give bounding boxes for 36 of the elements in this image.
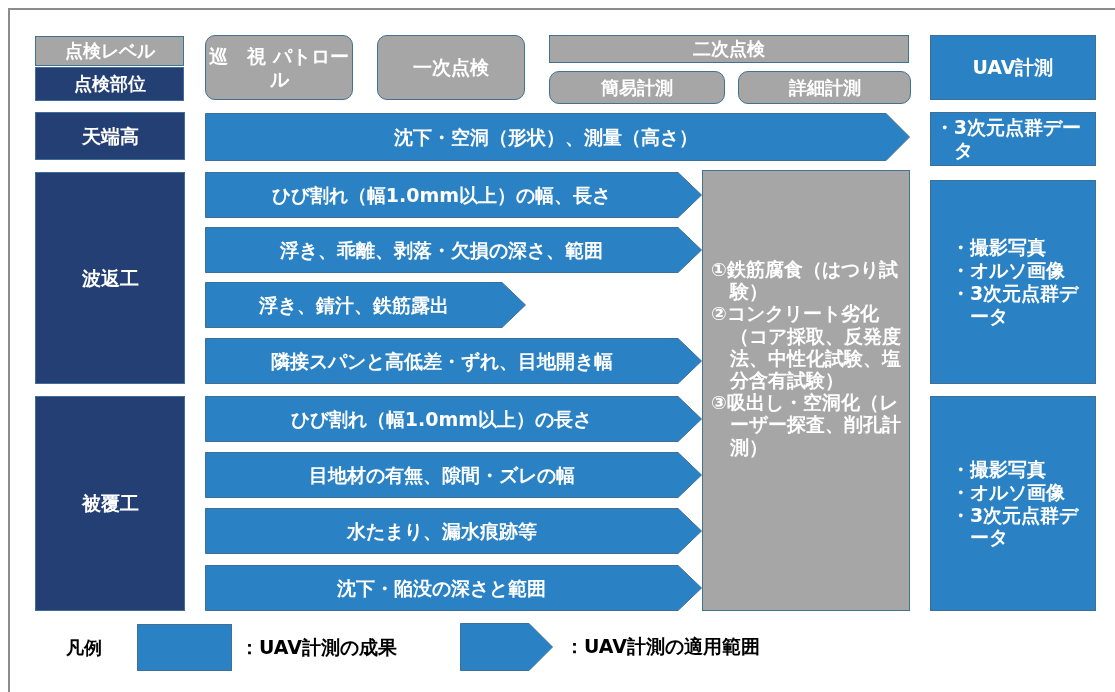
list-item: ・3次元点群データ bbox=[951, 282, 1080, 328]
arrow-band: 水たまり、漏水痕跡等 bbox=[205, 508, 702, 554]
level-box: 一次点検 bbox=[377, 35, 525, 100]
arrow-band: 隣接スパンと高低差・ずれ、目地開き幅 bbox=[205, 338, 702, 384]
legend-heading: 凡例 bbox=[66, 636, 102, 660]
arrow-band: 浮き、錆汁、鉄筋露出 bbox=[205, 282, 526, 328]
list-item: ①鉄筋腐食（はつり試験） bbox=[711, 259, 899, 304]
result-box: ・3次元点群データ bbox=[930, 112, 1096, 166]
list-item: ・撮影写真 bbox=[951, 457, 1047, 481]
level-bar: 二次点検 bbox=[549, 35, 909, 63]
list-item: ・オルソ画像 bbox=[951, 480, 1066, 504]
legend-text: ：UAV計測の適用範囲 bbox=[565, 634, 760, 659]
arrow-band: ひび割れ（幅1.0mm以上）の長さ bbox=[205, 396, 702, 442]
part-box: 波返工 bbox=[35, 172, 185, 384]
list-item: ②コンクリート劣化（コア採取、反発度法、中性化試験、塩分含有試験） bbox=[711, 303, 901, 392]
uav-header-box: UAV計測 bbox=[930, 35, 1096, 100]
part-header-cell: 点検部位 bbox=[35, 67, 184, 101]
list-item: ・3次元点群データ bbox=[951, 503, 1080, 550]
arrow-band: 目地材の有無、隙間・ズレの幅 bbox=[205, 452, 702, 498]
part-box: 被覆工 bbox=[35, 396, 185, 611]
method-box bbox=[702, 170, 910, 611]
level-box: 詳細計測 bbox=[738, 71, 911, 104]
arrow-band: 沈下・陥没の深さと範囲 bbox=[205, 565, 702, 611]
list-item: ・オルソ画像 bbox=[951, 259, 1066, 282]
list-item: ③吸出し・空洞化（レーザー探査、削孔計測） bbox=[711, 392, 901, 459]
level-box: 巡 視 パトロール bbox=[205, 35, 353, 100]
arrow-band: 沈下・空洞（形状）、測量（高さ） bbox=[205, 113, 910, 161]
result-box bbox=[930, 396, 1096, 611]
arrow-band: 浮き、乖離、剥落・欠損の深さ、範囲 bbox=[205, 227, 702, 273]
arrow-band: ひび割れ（幅1.0mm以上）の幅、長さ bbox=[205, 172, 702, 218]
level-box: 簡易計測 bbox=[549, 71, 725, 104]
result-box bbox=[930, 180, 1096, 384]
part-box: 天端高 bbox=[35, 112, 185, 160]
legend-text: ：UAV計測の成果 bbox=[240, 635, 397, 660]
list-item: ・撮影写真 bbox=[951, 236, 1047, 260]
level-header-cell: 点検レベル bbox=[35, 36, 184, 66]
